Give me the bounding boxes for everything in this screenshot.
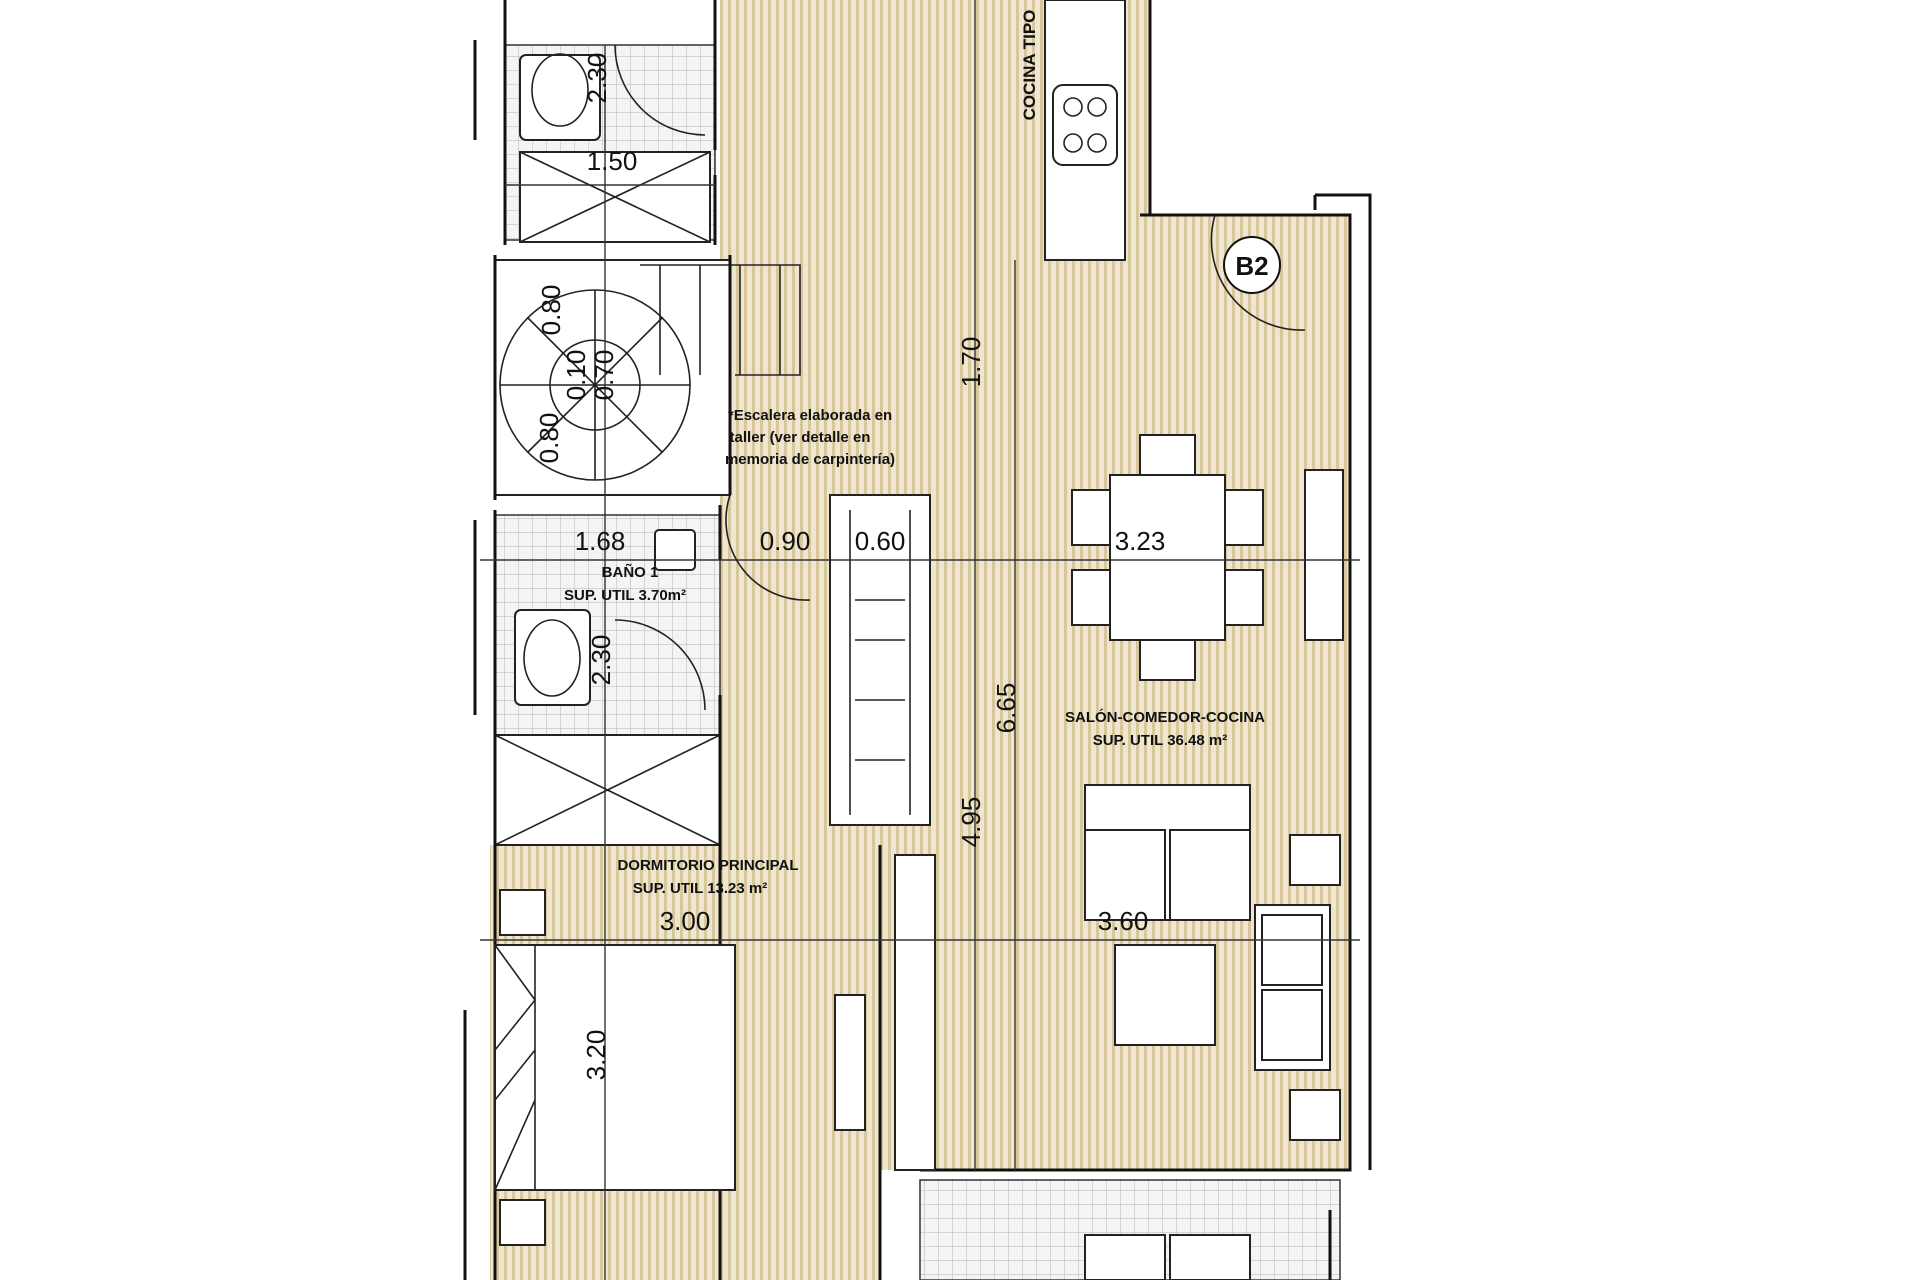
kitchen-label: COCINA TIPO [1020,10,1039,121]
side-table-bottom [1289,1089,1341,1141]
dim-3-20: 3.20 [581,1030,611,1081]
bed [494,889,736,1246]
unit-tag: B2 [1235,251,1268,281]
kitchen-counter [1044,0,1126,261]
dim-1-50: 1.50 [587,146,638,176]
dim-6-65: 6.65 [991,683,1021,734]
desk [834,994,866,1131]
wardrobe [829,494,931,826]
note-line2: taller (ver detalle en [730,429,871,446]
dim-3-00: 3.00 [660,906,711,936]
salon-title: SALÓN-COMEDOR-COCINA [1065,708,1265,726]
bano1-title: BAÑO 1 [602,563,659,581]
sofa [1084,784,1251,921]
bathroom-bano1 [494,514,721,846]
dim-1-70: 1.70 [956,337,986,388]
dim-2-30-bottom: 2.30 [586,635,616,686]
dim-1-68: 1.68 [575,526,626,556]
side-table-top [1289,834,1341,886]
dim-3-60: 3.60 [1098,906,1149,936]
dim-2-30-top: 2.30 [582,53,612,104]
dim-0-80-a: 0.80 [536,285,566,336]
spiral-staircase [494,259,801,496]
salon-area: SUP. UTIL 36.48 m² [1093,732,1228,749]
sideboard [1304,469,1344,641]
coffee-table [1114,944,1216,1046]
dim-0-60: 0.60 [855,526,906,556]
bano1-area: SUP. UTIL 3.70m² [564,587,686,604]
note-line3: memoria de carpintería) [725,451,895,468]
unit-tag-badge: B2 [1223,236,1281,294]
dim-4-95: 4.95 [956,797,986,848]
dim-0-70: 0.70 [589,350,619,401]
dim-0-80-b: 0.80 [534,413,564,464]
bathroom-top [504,44,716,243]
note-line1: *Escalera elaborada en [728,407,892,424]
armchair [1254,904,1331,1071]
doors [614,44,1306,711]
balcony-seats [1084,1234,1251,1280]
dining-table [1071,434,1264,681]
dim-0-10: 0.10 [561,350,591,401]
dimension-lines [480,0,1360,1280]
dorm-title: DORMITORIO PRINCIPAL [617,857,798,874]
dim-3-23: 3.23 [1115,526,1166,556]
dim-0-90: 0.90 [760,526,811,556]
dorm-area: SUP. UTIL 13.23 m² [633,880,768,897]
tv-unit [894,854,936,1171]
